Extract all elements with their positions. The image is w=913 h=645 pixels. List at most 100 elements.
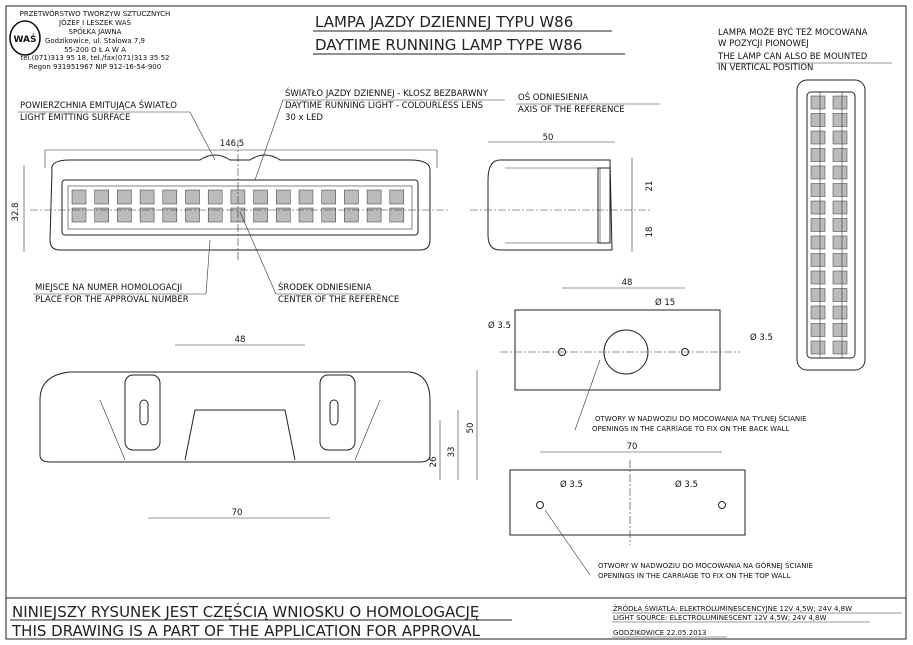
led: [162, 189, 178, 205]
led: [71, 189, 87, 205]
led: [139, 207, 155, 223]
led: [832, 165, 848, 180]
label-drl-pl: ŚWIATŁO JAZDY DZIENNEJ - KLOSZ BEZBARWNY: [285, 87, 489, 99]
led: [832, 253, 848, 267]
led: [832, 288, 848, 302]
led: [276, 189, 291, 205]
led: [810, 340, 826, 355]
dim-bottom-spacing-top: 48: [235, 335, 246, 345]
lamp-bottom-view: 48 70 26 33 50: [39, 335, 478, 519]
led: [832, 323, 848, 337]
dim-depth: 50: [543, 133, 554, 143]
company-line: JÓZEF I LESZEK WAŚ: [58, 18, 131, 27]
lamp-vertical-view: [796, 79, 866, 371]
back-wall-openings-view: 48 Ø 15 Ø 3.5 Ø 3.5: [488, 278, 773, 431]
lamp-side-view: 50 21 18: [470, 133, 655, 252]
led: [366, 189, 382, 205]
company-logo: [9, 20, 41, 56]
led: [117, 189, 132, 205]
lamp-front-view: 146.5 32.8: [11, 139, 450, 260]
note-line: IN VERTICAL POSITION: [718, 63, 813, 73]
company-line: 55-200 O Ł A W A: [64, 46, 126, 54]
dim-bottom-h3: 50: [466, 423, 476, 434]
led: [832, 218, 848, 232]
led: [185, 189, 200, 205]
led: [344, 189, 359, 205]
led: [117, 207, 132, 223]
top-wall-openings-view: 70 Ø 3.5 Ø 3.5: [509, 442, 746, 576]
led: [810, 288, 826, 302]
led: [389, 189, 405, 205]
company-block: WAŚ PRZETWÓRSTWO TWORZYW SZTUCZNYCH JÓZE…: [9, 9, 171, 71]
footer-statement-en: THIS DRAWING IS A PART OF THE APPLICATIO…: [11, 622, 481, 640]
led: [276, 207, 291, 223]
led: [71, 207, 87, 223]
title-pl: LAMPA JAZDY DZIENNEJ TYPU W86: [315, 13, 573, 31]
dim-bottom-spacing: 70: [232, 508, 243, 518]
led: [321, 207, 336, 223]
label-top-wall-en: OPENINGS IN THE CARRIAGE TO FIX ON THE T…: [598, 572, 790, 580]
label-axis-en: AXIS OF THE REFERENCE: [518, 105, 625, 115]
label-back-wall-en: OPENINGS IN THE CARRIAGE TO FIX ON THE B…: [592, 425, 789, 433]
led: [207, 189, 223, 205]
label-center-en: CENTER OF THE REFERENCE: [278, 295, 399, 305]
led: [832, 305, 848, 320]
label-axis-pl: OŚ ODNIESIENIA: [518, 91, 588, 103]
led: [810, 95, 826, 110]
dim-side-lower: 18: [645, 227, 655, 238]
led: [810, 113, 826, 127]
company-line: Godzikowice, ul. Stalowa 7,9: [45, 37, 145, 45]
led: [832, 340, 848, 355]
led: [832, 200, 848, 215]
light-source-pl: ŹRÓDŁA ŚWIATŁA: ELEKTROLUMINESCENCYJNE 1…: [613, 604, 852, 613]
company-line: PRZETWÓRSTWO TWORZYW SZTUCZNYCH: [20, 9, 171, 18]
led: [253, 207, 268, 223]
label-led-count: 30 x LED: [285, 113, 323, 123]
led: [832, 183, 848, 197]
led: [832, 148, 848, 162]
label-top-wall-pl: OTWORY W NADWOZIU DO MOCOWANIA NA GÓRNEJ…: [598, 561, 813, 570]
label-approval-en: PLACE FOR THE APPROVAL NUMBER: [35, 295, 189, 305]
dim-width: 146.5: [220, 139, 244, 149]
led: [185, 207, 200, 223]
led: [832, 95, 848, 110]
led: [810, 235, 826, 250]
led: [298, 207, 314, 223]
led: [810, 270, 826, 285]
led: [207, 207, 223, 223]
dim-top-screw-left: Ø 3.5: [560, 479, 583, 490]
dim-back-screw-right: Ø 3.5: [750, 332, 773, 343]
company-line: tel.(071)313 95 18, tel./fax(071)313 35 …: [20, 54, 169, 62]
label-drl-en: DAYTIME RUNNING LIGHT - COLOURLESS LENS: [285, 101, 483, 111]
title-en: DAYTIME RUNNING LAMP TYPE W86: [315, 36, 582, 54]
led: [810, 323, 826, 337]
led: [344, 207, 359, 223]
led: [832, 235, 848, 250]
led: [94, 207, 109, 223]
dim-top-screw-right: Ø 3.5: [675, 479, 698, 490]
vertical-mount-note: LAMPA MOŻE BYĆ TEŻ MOCOWANA W POZYCJI PI…: [716, 26, 892, 73]
label-emitting-pl: POWIERZCHNIA EMITUJĄCA ŚWIATŁO: [20, 99, 177, 111]
led: [810, 165, 826, 180]
led: [162, 207, 178, 223]
led: [94, 189, 109, 205]
led: [366, 207, 382, 223]
label-center-pl: ŚRODEK ODNIESIENIA: [278, 281, 372, 293]
company-line: SPÓŁKA JAWNA: [69, 27, 122, 36]
led: [832, 130, 848, 145]
led: [810, 183, 826, 197]
note-line: W POZYCJI PIONOWEJ: [718, 39, 809, 49]
led: [389, 207, 405, 223]
note-line: LAMPA MOŻE BYĆ TEŻ MOCOWANA: [718, 26, 868, 38]
led: [139, 189, 155, 205]
led: [298, 189, 314, 205]
led: [810, 130, 826, 145]
led: [253, 189, 268, 205]
led: [810, 200, 826, 215]
dim-top-spacing: 70: [627, 442, 638, 452]
dim-bottom-h1: 26: [429, 457, 439, 468]
led: [832, 113, 848, 127]
led: [810, 305, 826, 320]
dim-back-screw-left: Ø 3.5: [488, 320, 511, 331]
